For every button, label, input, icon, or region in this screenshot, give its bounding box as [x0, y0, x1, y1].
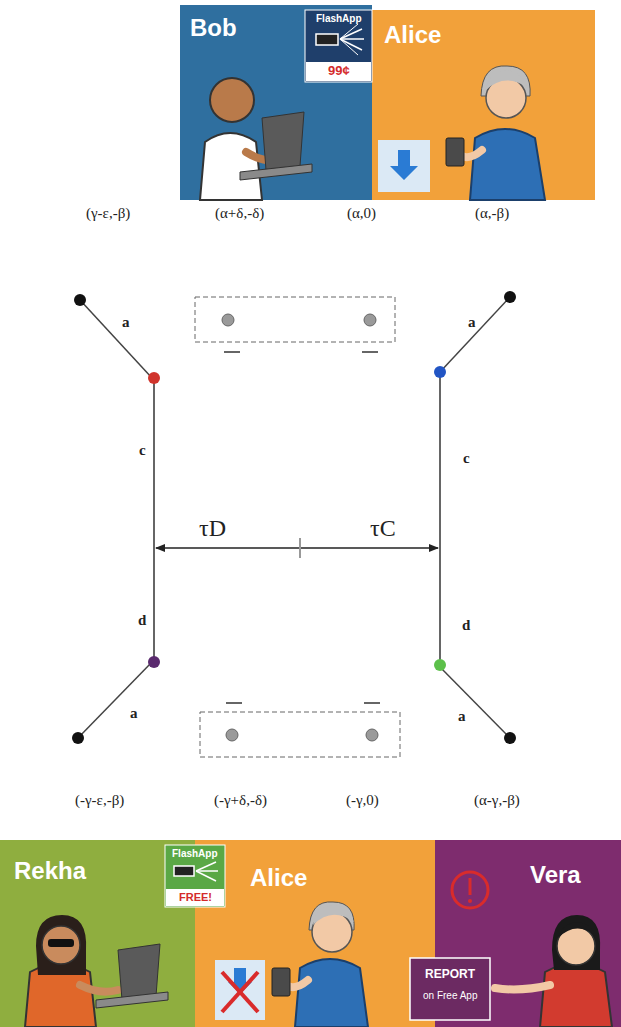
line-label: c	[139, 442, 146, 459]
coordinate-label: (-γ-ε,-β)	[75, 792, 124, 809]
node-text: FREE!	[179, 891, 212, 903]
line-label: d	[462, 617, 470, 634]
line-label: a	[122, 314, 130, 331]
interval-label: τD	[199, 515, 226, 541]
node-text: Bob	[190, 15, 237, 41]
coordinate-label: (-γ,0)	[346, 792, 379, 809]
interval-label: τC	[370, 515, 396, 541]
app-icon: FlashApp 99¢	[305, 10, 372, 82]
line-label: a	[458, 708, 466, 725]
line-label: a	[468, 314, 476, 331]
line-label: c	[463, 450, 470, 467]
coordinate-label: (γ-ε,-β)	[86, 205, 130, 222]
node-text: Alice	[384, 22, 441, 48]
node-text: Alice	[250, 865, 307, 891]
person-panel: RekhaFlashAppFREE!	[0, 840, 195, 1027]
line-label: d	[138, 612, 146, 629]
diagram-lines	[72, 291, 516, 757]
coordinate-label: (α+δ,-δ)	[215, 205, 264, 222]
person-panel: Alice	[195, 840, 435, 1027]
top-panel	[180, 5, 595, 200]
node-text: Vera	[530, 862, 581, 888]
node-text: 99¢	[328, 64, 350, 78]
coordinate-label: (-γ+δ,-δ)	[214, 792, 267, 809]
report-sign: REPORT on Free App	[410, 958, 490, 1020]
node-text: on Free App	[423, 990, 477, 1001]
coordinate-label: (α,-β)	[475, 205, 509, 222]
coordinate-label: (α-γ,-β)	[474, 792, 520, 809]
node-text: FlashApp	[172, 848, 218, 859]
node-text: REPORT	[425, 968, 475, 981]
person-panel: Alice	[372, 10, 595, 200]
bottom-panel	[0, 840, 621, 1027]
line-label: a	[130, 705, 138, 722]
node-text: FlashApp	[316, 13, 362, 24]
person-panel: VeraREPORTon Free App	[435, 840, 621, 1027]
app-icon: FlashAppFREE!	[165, 845, 225, 907]
coordinate-label: (α,0)	[347, 205, 376, 222]
node-text: Rekha	[14, 858, 86, 884]
person-panel: Bob FlashApp 99¢	[180, 5, 372, 200]
